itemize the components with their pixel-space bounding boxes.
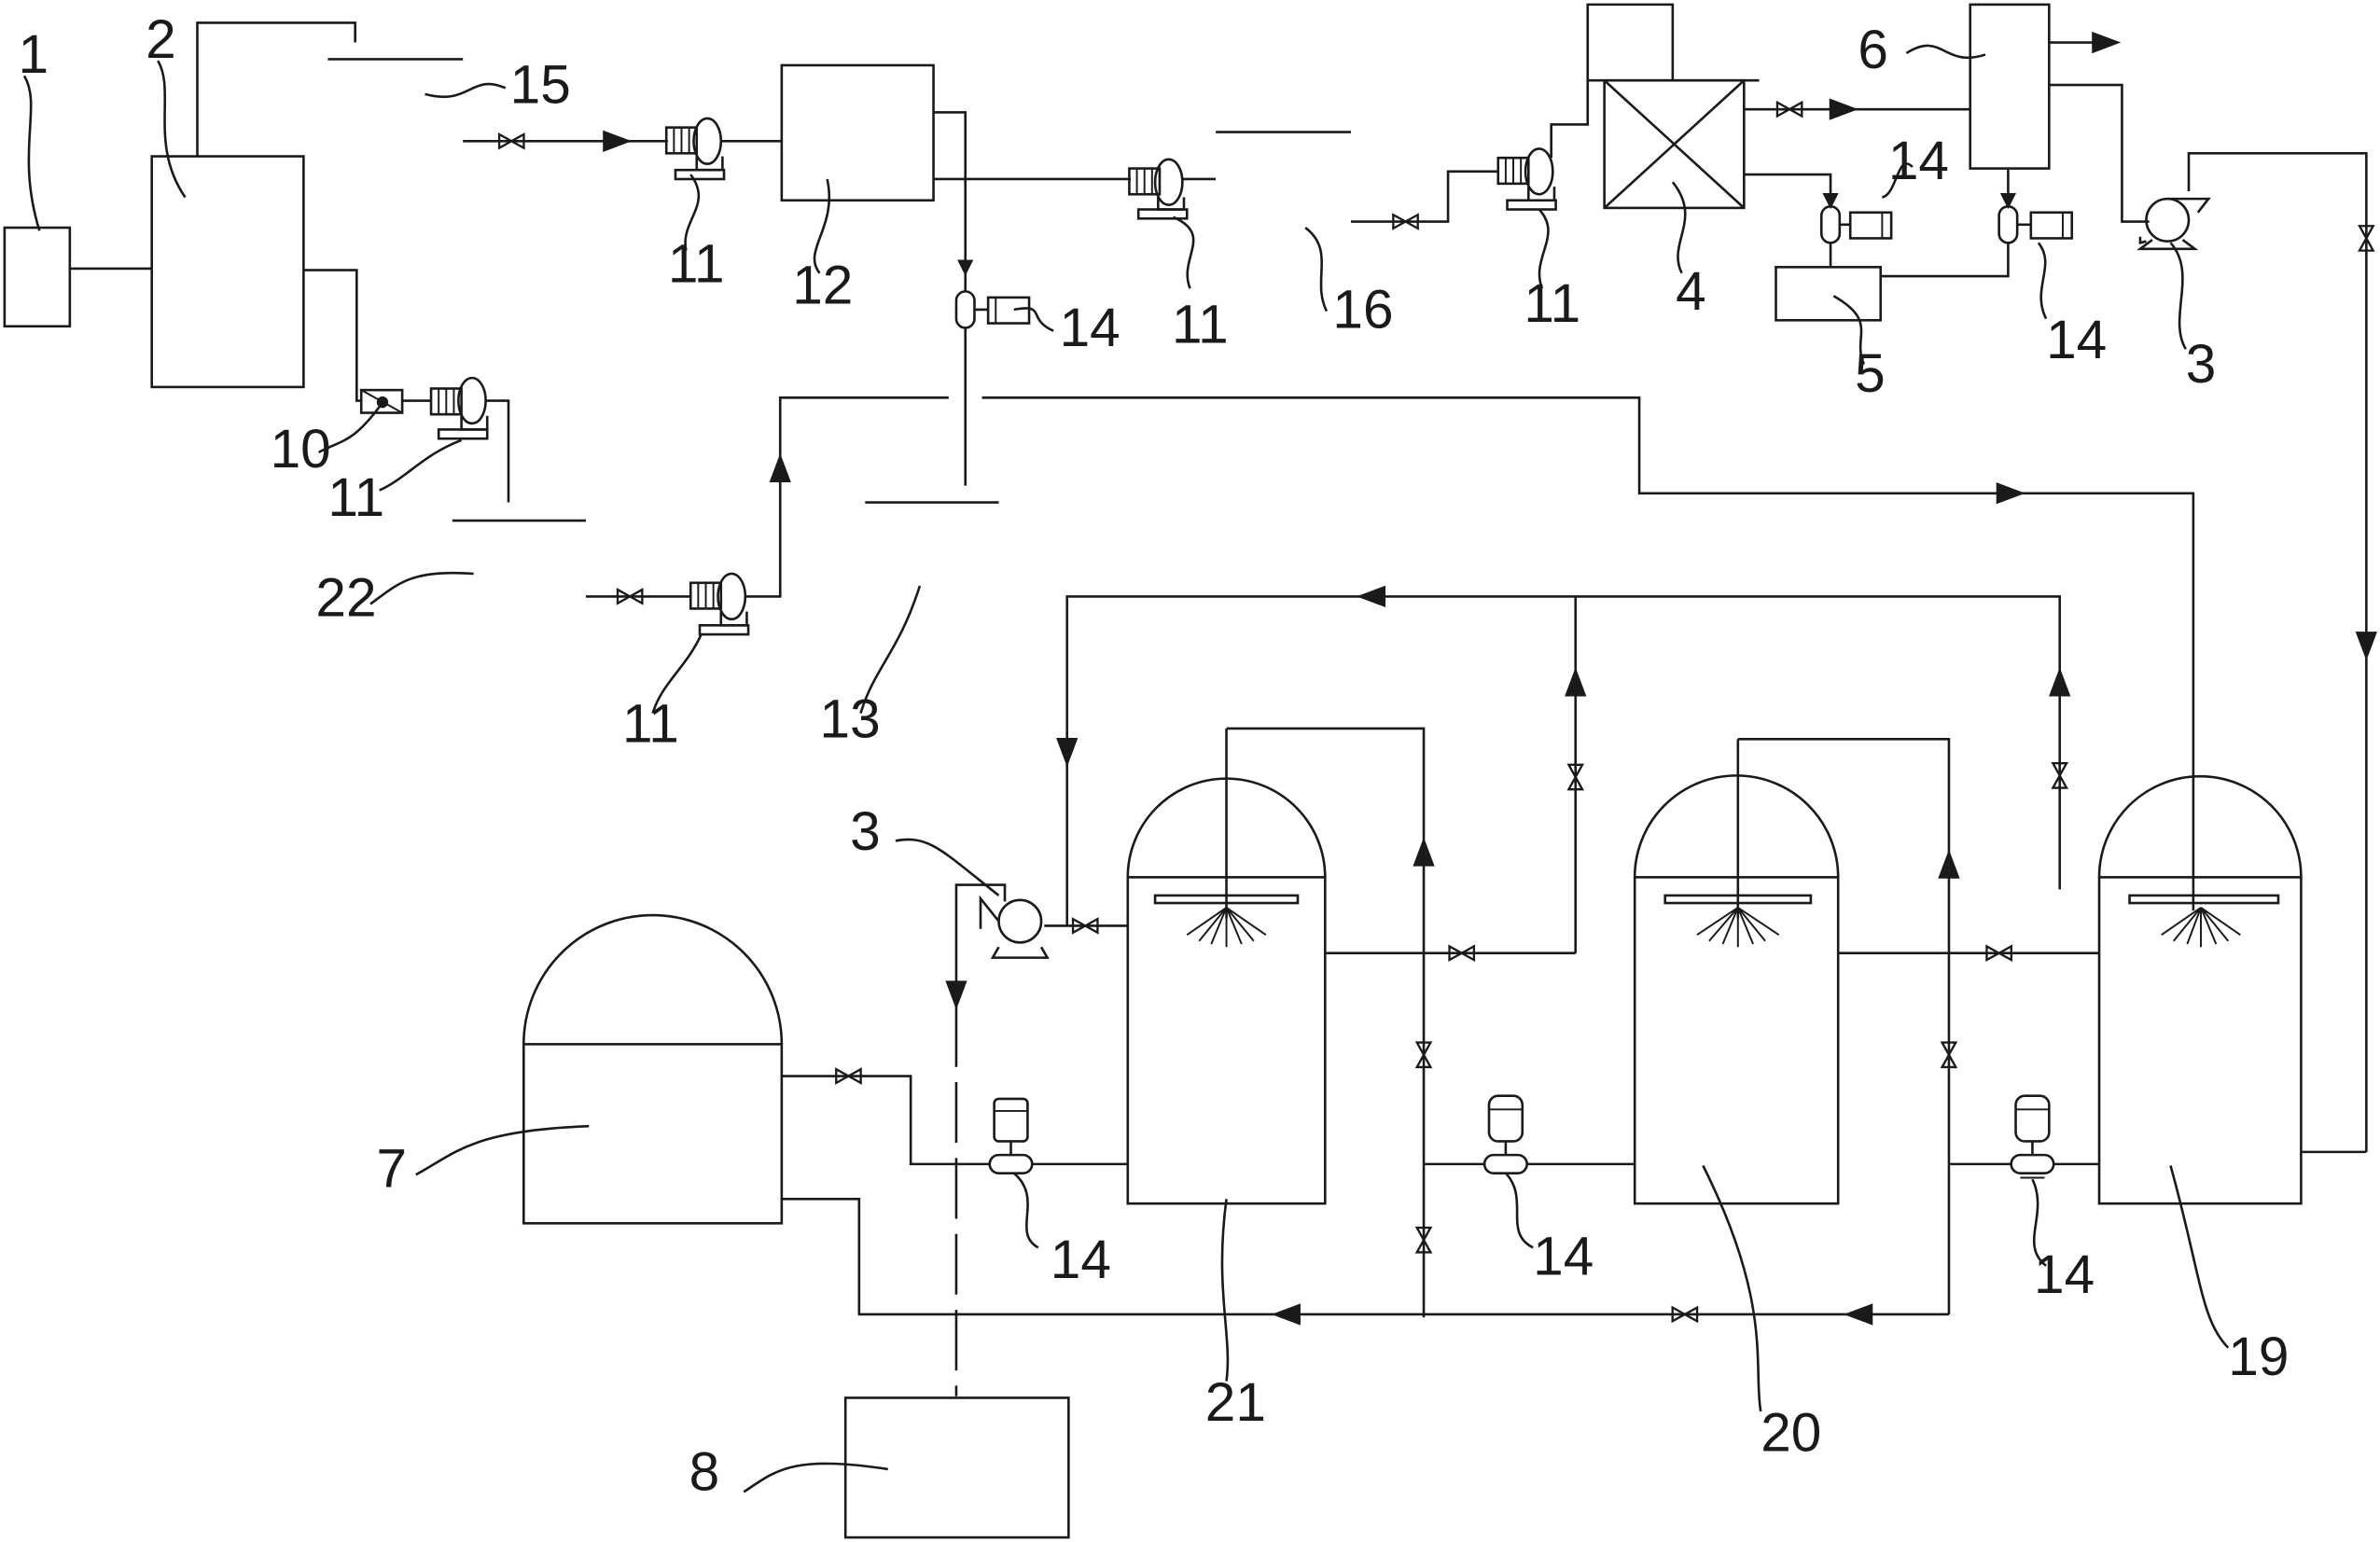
flow-arrow-icon [1844, 1303, 1873, 1326]
label-8: 8 [689, 1442, 720, 1503]
label-14-bottom-2: 14 [1533, 1227, 1594, 1287]
flow-arrow-icon [1413, 837, 1435, 867]
flow-arrow-icon [1829, 98, 1858, 120]
separator-14-icon [2010, 1094, 2055, 1179]
flow-arrow-icon [1822, 192, 1839, 210]
flow-arrow-icon [769, 453, 791, 483]
pipe-20-gas [1737, 738, 1951, 842]
pipe-16-pump [1350, 170, 1498, 223]
label-19: 19 [2228, 1327, 2289, 1387]
flow-arrow-icon [603, 130, 633, 152]
flow-arrow-icon [2049, 667, 2071, 697]
label-14-right: 14 [2046, 310, 2107, 370]
flow-arrow-icon [1999, 192, 2017, 210]
label-11-left: 11 [327, 467, 384, 528]
pipe-3-19 [2187, 152, 2368, 646]
pipe-main-19 [981, 396, 2195, 890]
pipe-7-14 [781, 1075, 990, 1166]
flow-arrow-icon [2092, 31, 2122, 54]
flow-arrow-icon [1271, 1303, 1301, 1326]
column-4 [1587, 78, 1760, 210]
filter-10-icon [359, 388, 404, 414]
reactor-21 [1126, 728, 1327, 1205]
separator-14-icon [1997, 204, 2074, 244]
label-4: 4 [1676, 261, 1706, 322]
pipe-5-14 [1880, 243, 2010, 278]
pipe-pump-22 [485, 399, 510, 503]
label-14-mid: 14 [1060, 298, 1120, 358]
pipe-2-10 [303, 269, 362, 402]
tank-13 [865, 482, 999, 611]
tank-15 [327, 32, 464, 169]
pump-11-icon [1496, 147, 1557, 211]
label-12: 12 [792, 255, 853, 315]
label-11-mid: 11 [1172, 295, 1229, 355]
flow-arrow-icon [945, 980, 967, 1010]
pipe-recirc-header [1065, 595, 2062, 890]
label-15: 15 [510, 55, 571, 116]
label-14-bottom-1: 14 [1051, 1229, 1111, 1290]
label-20: 20 [1761, 1402, 1821, 1463]
label-7: 7 [376, 1138, 407, 1199]
pump-11-icon [664, 117, 726, 181]
pump-11-icon [1128, 158, 1189, 220]
label-21: 21 [1205, 1372, 1266, 1433]
pipe-pump3-down [954, 883, 1007, 987]
leader-lines [22, 44, 2230, 1493]
component-labels: 1 2 15 11 12 14 11 16 11 4 6 14 5 14 3 1… [19, 9, 2290, 1503]
label-2: 2 [146, 9, 176, 70]
label-5: 5 [1855, 343, 1886, 404]
separator-14-icon [1482, 1094, 1528, 1174]
tank-16 [1216, 110, 1351, 241]
reactor-19 [2097, 774, 2303, 1205]
reactor-20 [1633, 739, 1840, 1205]
pump-11-icon [429, 376, 489, 440]
flow-arrow-icon [957, 259, 974, 276]
label-11-top: 11 [668, 234, 725, 295]
label-6: 6 [1858, 20, 1888, 80]
equipment-6 [1969, 3, 2051, 170]
label-22: 22 [315, 568, 376, 629]
pipe-2-15 [196, 21, 356, 157]
tank-22 [452, 499, 586, 626]
label-14-top: 14 [1888, 131, 1949, 191]
equipment-12 [780, 63, 935, 202]
equipment-2 [150, 155, 305, 389]
label-1: 1 [19, 24, 49, 85]
flow-arrow-icon [1565, 667, 1587, 697]
pipe-4-14 [1744, 173, 1832, 204]
equipment-5 [1775, 266, 1883, 322]
label-10: 10 [271, 419, 331, 479]
flow-arrow-icon [2355, 632, 2377, 661]
pipe-21-gas [1226, 727, 1426, 842]
separator-14-icon [988, 1097, 1034, 1174]
pump-3-icon [2136, 197, 2211, 251]
label-13: 13 [820, 689, 881, 750]
label-16: 16 [1332, 279, 1393, 340]
flow-arrow-icon [1938, 849, 1960, 879]
pipe-12-side [933, 111, 967, 179]
tank-7 [522, 913, 784, 1225]
equipment-1 [3, 226, 72, 328]
pipe-6-3 [2049, 83, 2150, 223]
pipe-pump-4 [1550, 3, 1675, 159]
label-3-top: 3 [2186, 334, 2217, 395]
pump-11-icon [689, 572, 750, 636]
flow-arrow-icon [1996, 482, 2025, 505]
flow-arrow-icon [1056, 738, 1079, 768]
flow-arrow-icon [1357, 585, 1386, 608]
pipe-pump-main [745, 396, 949, 598]
label-3-bottom: 3 [850, 801, 881, 862]
label-11-right: 11 [1524, 273, 1580, 334]
separator-14-icon [1819, 204, 1893, 244]
label-11-bottom: 11 [622, 694, 679, 755]
label-14-bottom-3: 14 [2034, 1244, 2095, 1305]
pump-3-icon [979, 895, 1050, 959]
pipe-bottom-header [781, 1198, 1949, 1316]
equipment-8 [843, 1396, 1070, 1539]
